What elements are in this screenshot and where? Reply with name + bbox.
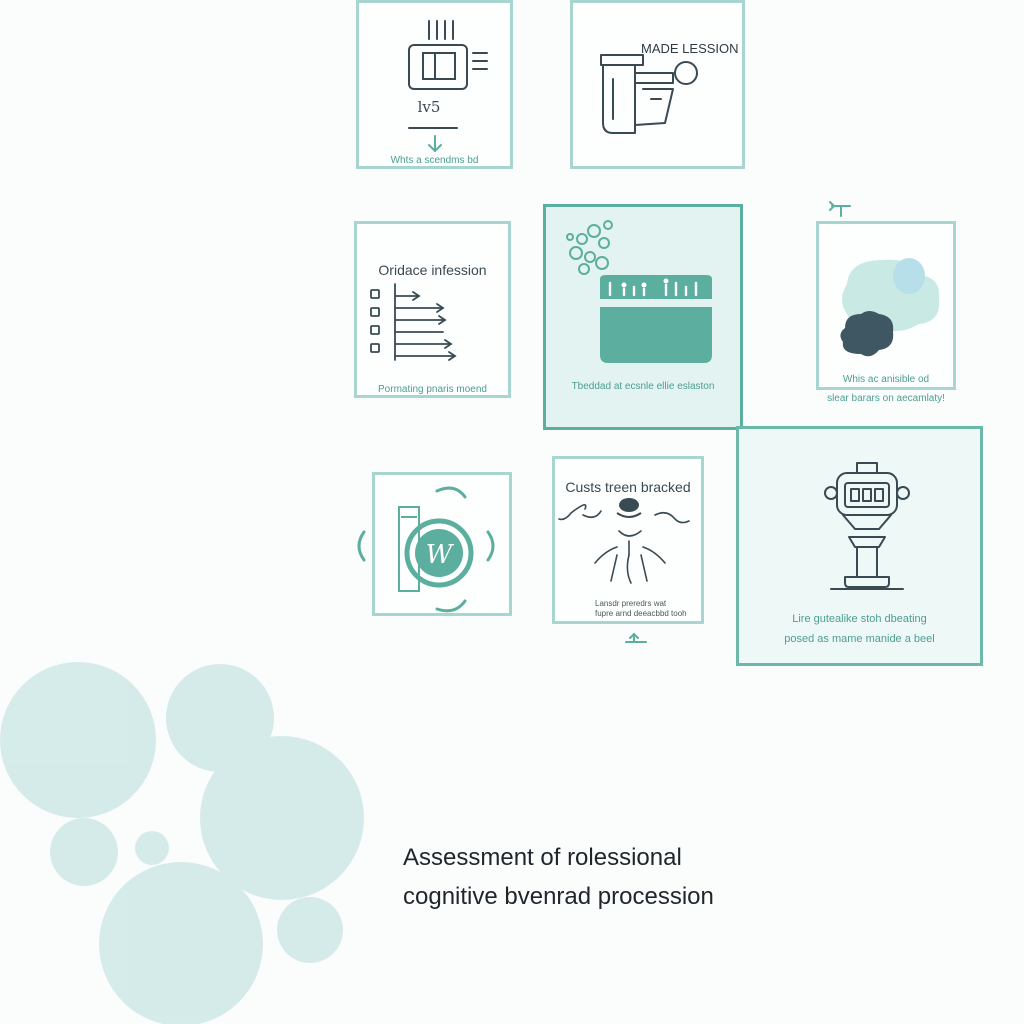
card-tray-illustration: Tbeddad at ecsnle ellie eslaston (543, 204, 743, 430)
card-robot-caption-2: posed as mame manide a beel (784, 633, 935, 645)
page-title-line-2: cognitive bvenrad procession (403, 883, 714, 910)
card-device-sketch: lv5 Whts a scendms bd (356, 0, 513, 169)
card-oridace-infession: Oridace infession Pormating (354, 221, 511, 398)
card-blob-caption: Whis ac anisible od (842, 374, 930, 385)
robot-stand-icon (824, 462, 910, 590)
bracket-left-icon (357, 530, 366, 562)
card-custs-treen: Custs treen bracked Lansdr preredrs wat … (552, 456, 704, 624)
figure-sketch-icon (558, 498, 690, 584)
card-custs-title: Custs treen bracked (565, 479, 691, 495)
arrow-down-icon (829, 201, 851, 217)
page-title: Assessment of rolessional cognitive bven… (403, 838, 714, 916)
page-title-line-1: Assessment of rolessional (403, 844, 682, 871)
card-made-lession: MADE LESSION (570, 0, 745, 169)
card-custs-caption-2: fupre arnd deeacbbd tooh (595, 609, 687, 618)
card-made-lession-title: MADE LESSION (641, 41, 739, 56)
arrow-small-icon (625, 632, 647, 643)
container-sketch-icon (600, 54, 698, 134)
card-custs-caption: Lansdr preredrs wat (595, 599, 667, 608)
bracket-right-icon (486, 530, 495, 562)
card-blob: Whis ac anisible od (816, 221, 956, 390)
device-sketch-icon (408, 20, 488, 153)
badge-letter: W (426, 540, 455, 570)
decorative-bubbles-icon (0, 662, 364, 1024)
blob-cloud-icon (840, 258, 940, 357)
card-badge: W (372, 472, 512, 616)
card-oridace-title: Oridace infession (378, 262, 487, 278)
card-oridace-caption: Pormating pnaris moend (378, 384, 487, 395)
card-device-caption: Whts a scendms bd (390, 155, 479, 166)
card-device-mark: lv5 (417, 98, 441, 116)
card-blob-caption-2: slear barars on aecamlaty! (827, 393, 945, 404)
card-robot-stand: Lire gutealike stoh dbeating posed as ma… (736, 426, 983, 666)
list-chart-icon (370, 283, 457, 361)
card-robot-caption: Lire gutealike stoh dbeating (792, 613, 927, 625)
badge-circle-icon: W (398, 486, 474, 613)
tray-plant-icon (566, 220, 712, 363)
card-tray-caption: Tbeddad at ecsnle ellie eslaston (571, 381, 715, 392)
